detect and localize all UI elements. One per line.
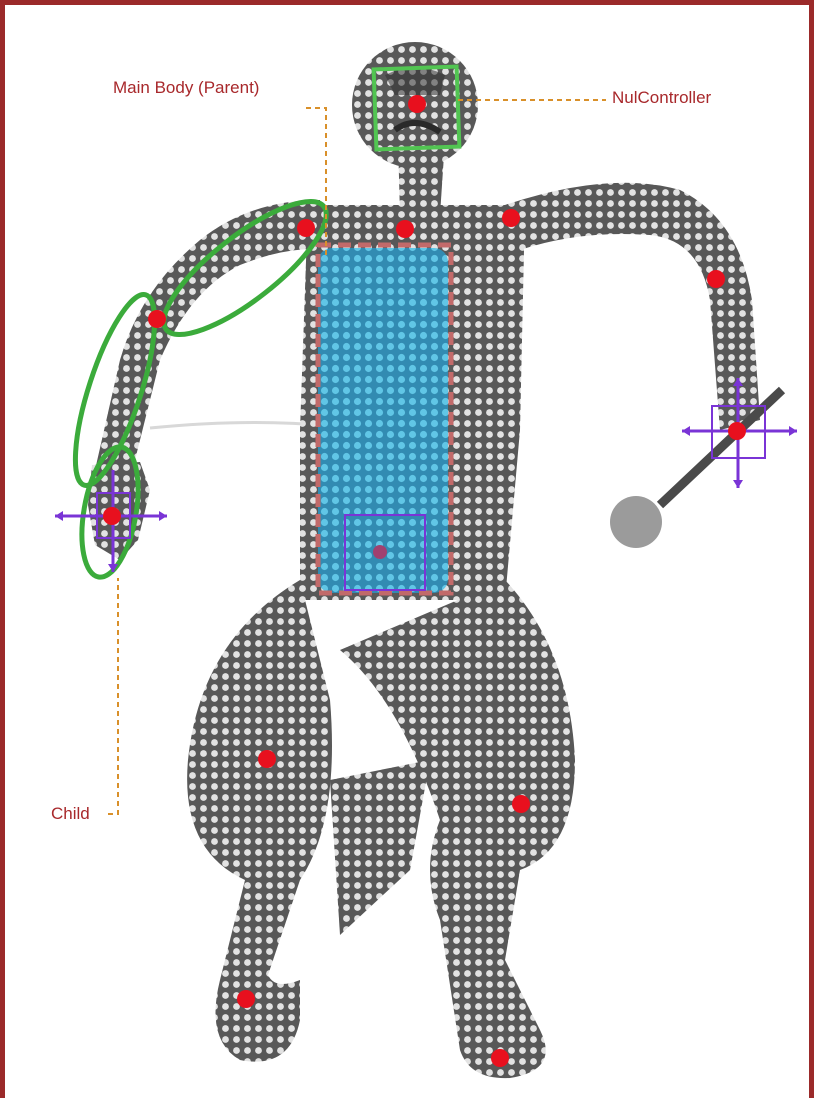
main-body-label: Main Body (Parent) [113,78,259,98]
face-mark [385,68,445,96]
joint-marker [491,1049,509,1067]
left-arm [95,200,330,480]
left-leg [187,580,332,1062]
joint-marker [258,750,276,768]
right-arm [505,183,760,430]
child-label: Child [51,804,90,824]
joint-marker [408,95,426,113]
joint-marker [148,310,166,328]
main-body-fill [318,248,448,593]
nul-controller-label: NulController [612,88,711,108]
joint-marker [396,220,414,238]
joint-marker [237,990,255,1008]
joint-marker [297,219,315,237]
crotch-flap [330,760,430,935]
joint-marker [512,795,530,813]
body-pivot-point [373,545,387,559]
joint-marker [103,507,121,525]
joint-marker [707,270,725,288]
stick-ball [610,496,662,548]
leader-child [108,578,118,814]
joint-marker [728,422,746,440]
joint-marker [502,209,520,227]
